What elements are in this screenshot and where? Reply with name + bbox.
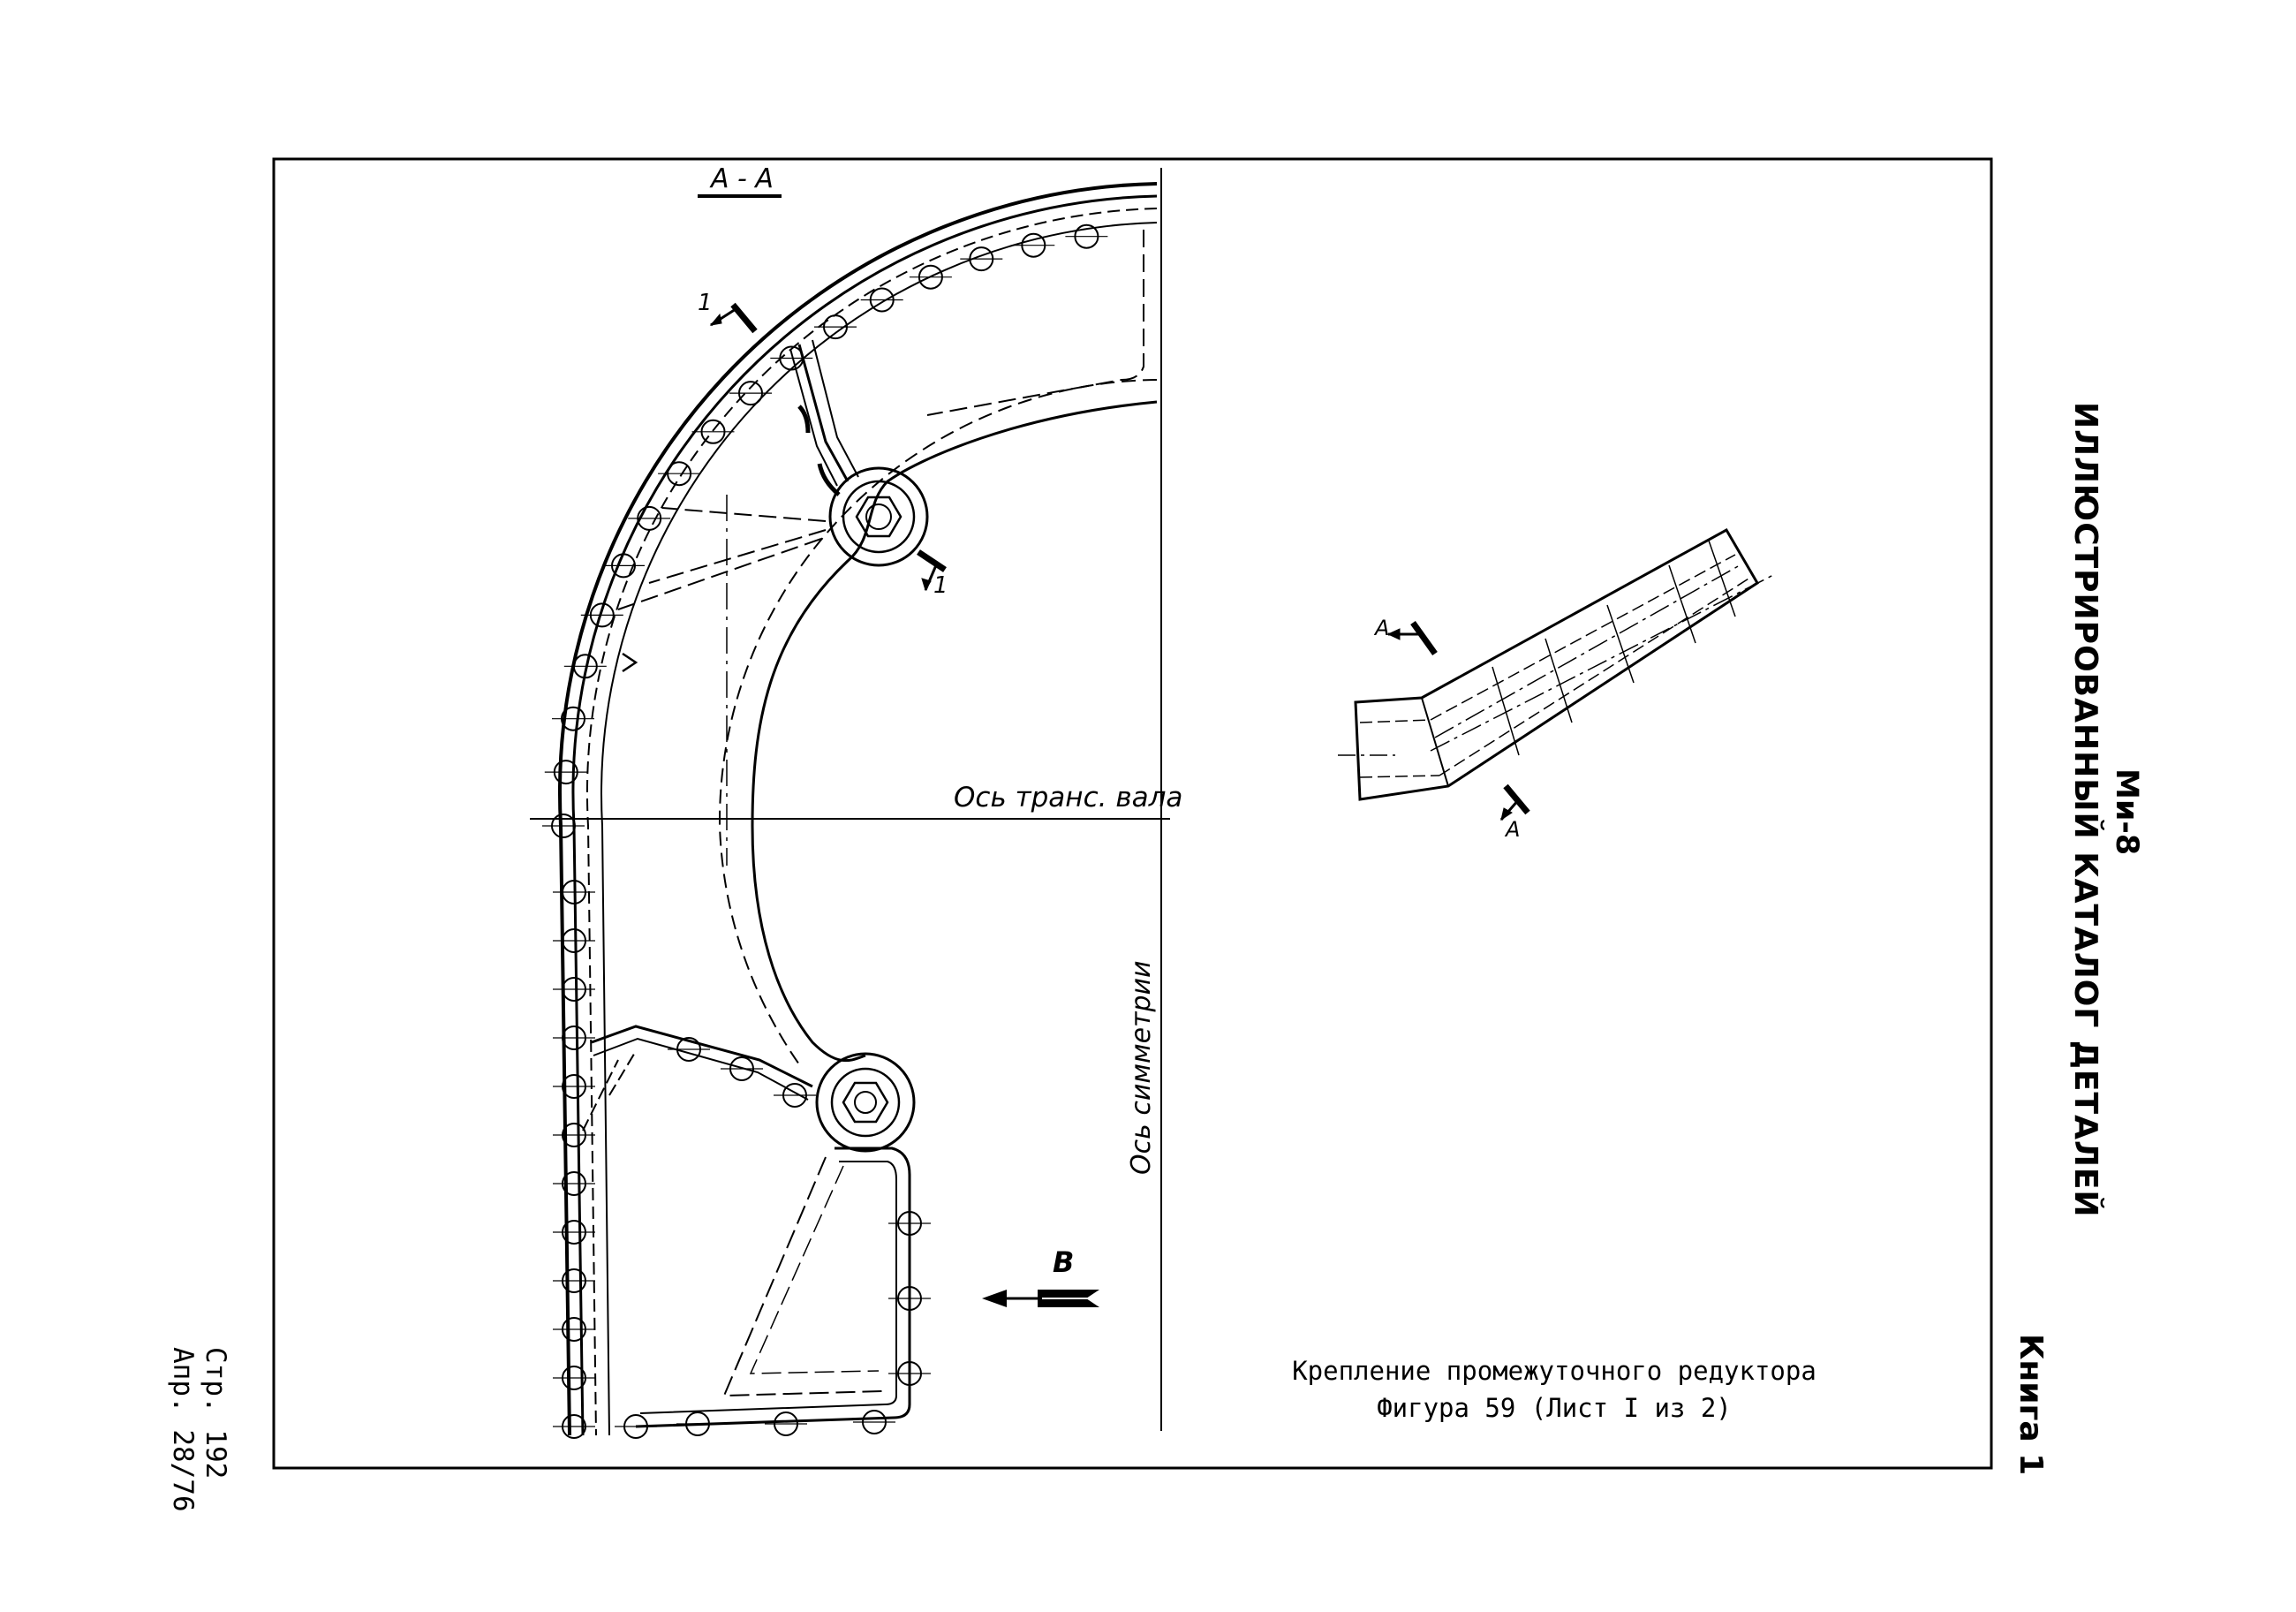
aircraft-model: Ми-8 — [2109, 768, 2144, 856]
page-number: Стр. 192 — [200, 1347, 231, 1480]
book-label: Книга 1 — [2013, 1334, 2049, 1476]
section-mark-1-top: 1 — [698, 290, 713, 316]
revision-date: Апр. 28/76 — [167, 1347, 199, 1512]
key-diagram — [1338, 527, 1776, 821]
drawing-frame — [272, 157, 1993, 1470]
key-a-bottom-label: А — [1506, 817, 1521, 842]
catalog-title: ИЛЛЮСТРИРОВАННЫЙ КАТАЛОГ ДЕТАЛЕЙ — [2067, 402, 2103, 1218]
rivet-group — [542, 223, 1108, 1439]
view-b-arrow — [982, 1290, 1099, 1307]
figure-caption-line2: Фигура 59 (Лист I из 2) — [1377, 1393, 1732, 1423]
shaft-axis-label: Ось транс. вала — [954, 782, 1183, 814]
frame-body — [558, 182, 1158, 1436]
symmetry-axis-label: Ось симметрии — [1126, 960, 1157, 1175]
section-label: А - А — [711, 163, 774, 194]
section-marks — [698, 194, 947, 592]
view-b-label: В — [1053, 1245, 1075, 1279]
key-a-top-label: А — [1375, 616, 1390, 640]
figure-caption-line1: Крепление промежуточного редуктора — [1292, 1356, 1816, 1386]
section-mark-1-bottom: 1 — [933, 572, 948, 599]
